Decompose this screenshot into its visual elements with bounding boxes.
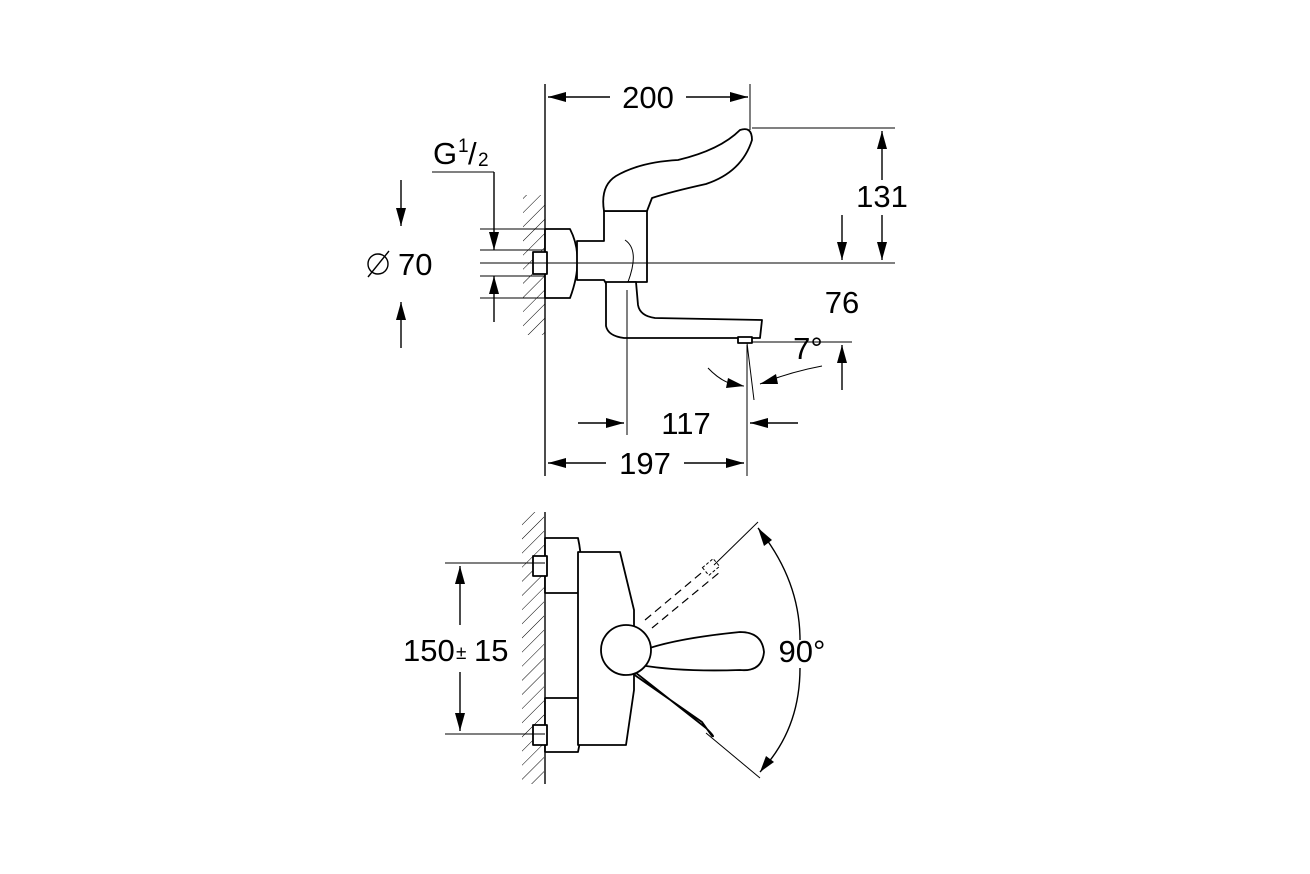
dimension-76: 76 bbox=[825, 215, 859, 390]
upper-flange bbox=[544, 537, 582, 594]
dim-label-tolerance: 15 bbox=[474, 633, 508, 668]
thread-label-sub: 2 bbox=[478, 150, 489, 171]
dimension-7deg: 7° bbox=[707, 331, 823, 401]
dim-label-76: 76 bbox=[825, 285, 859, 320]
dim-label-117: 117 bbox=[661, 406, 710, 441]
dim-label-7deg: 7° bbox=[793, 331, 823, 366]
upper-stub bbox=[532, 555, 548, 577]
dimension-197: 197 bbox=[548, 446, 744, 481]
lever-dashed-position bbox=[644, 557, 721, 629]
aerator bbox=[737, 336, 753, 344]
cartridge-cap bbox=[600, 624, 652, 676]
thread-label-sup: 1 bbox=[458, 136, 469, 157]
wall-side bbox=[523, 84, 546, 476]
dimension-90deg: 90° bbox=[705, 521, 826, 779]
dimension-diameter-70: 70 bbox=[367, 180, 432, 348]
dim-label-200: 200 bbox=[622, 80, 674, 115]
lower-stub bbox=[532, 724, 548, 746]
dimension-150: 150 ± 15 bbox=[403, 562, 545, 735]
dimension-117: 117 bbox=[578, 406, 798, 441]
dim-label-150: 150 bbox=[403, 633, 455, 668]
dim-label-pm: ± bbox=[456, 643, 466, 664]
side-view: 200 131 76 7° bbox=[367, 80, 908, 481]
spout bbox=[605, 281, 763, 339]
top-view: 90° 150 ± 15 bbox=[403, 512, 825, 784]
dim-label-197: 197 bbox=[619, 446, 671, 481]
diameter-symbol-icon bbox=[367, 250, 390, 278]
body-contour bbox=[624, 239, 634, 283]
lever-handle bbox=[602, 128, 753, 212]
dimension-200: 200 bbox=[548, 80, 748, 115]
dim-label-90deg: 90° bbox=[779, 634, 826, 669]
lever-rotated bbox=[629, 631, 765, 672]
dimension-131: 131 bbox=[856, 131, 908, 260]
dimension-thread: G 1 / 2 bbox=[432, 136, 545, 322]
thread-label-g: G bbox=[433, 136, 457, 171]
lever-down bbox=[625, 664, 715, 738]
lower-flange bbox=[544, 697, 582, 753]
thread-label-slash: / bbox=[468, 136, 477, 171]
mixer-body bbox=[576, 210, 648, 291]
dim-label-131: 131 bbox=[856, 179, 908, 214]
dim-label-70: 70 bbox=[398, 247, 432, 282]
